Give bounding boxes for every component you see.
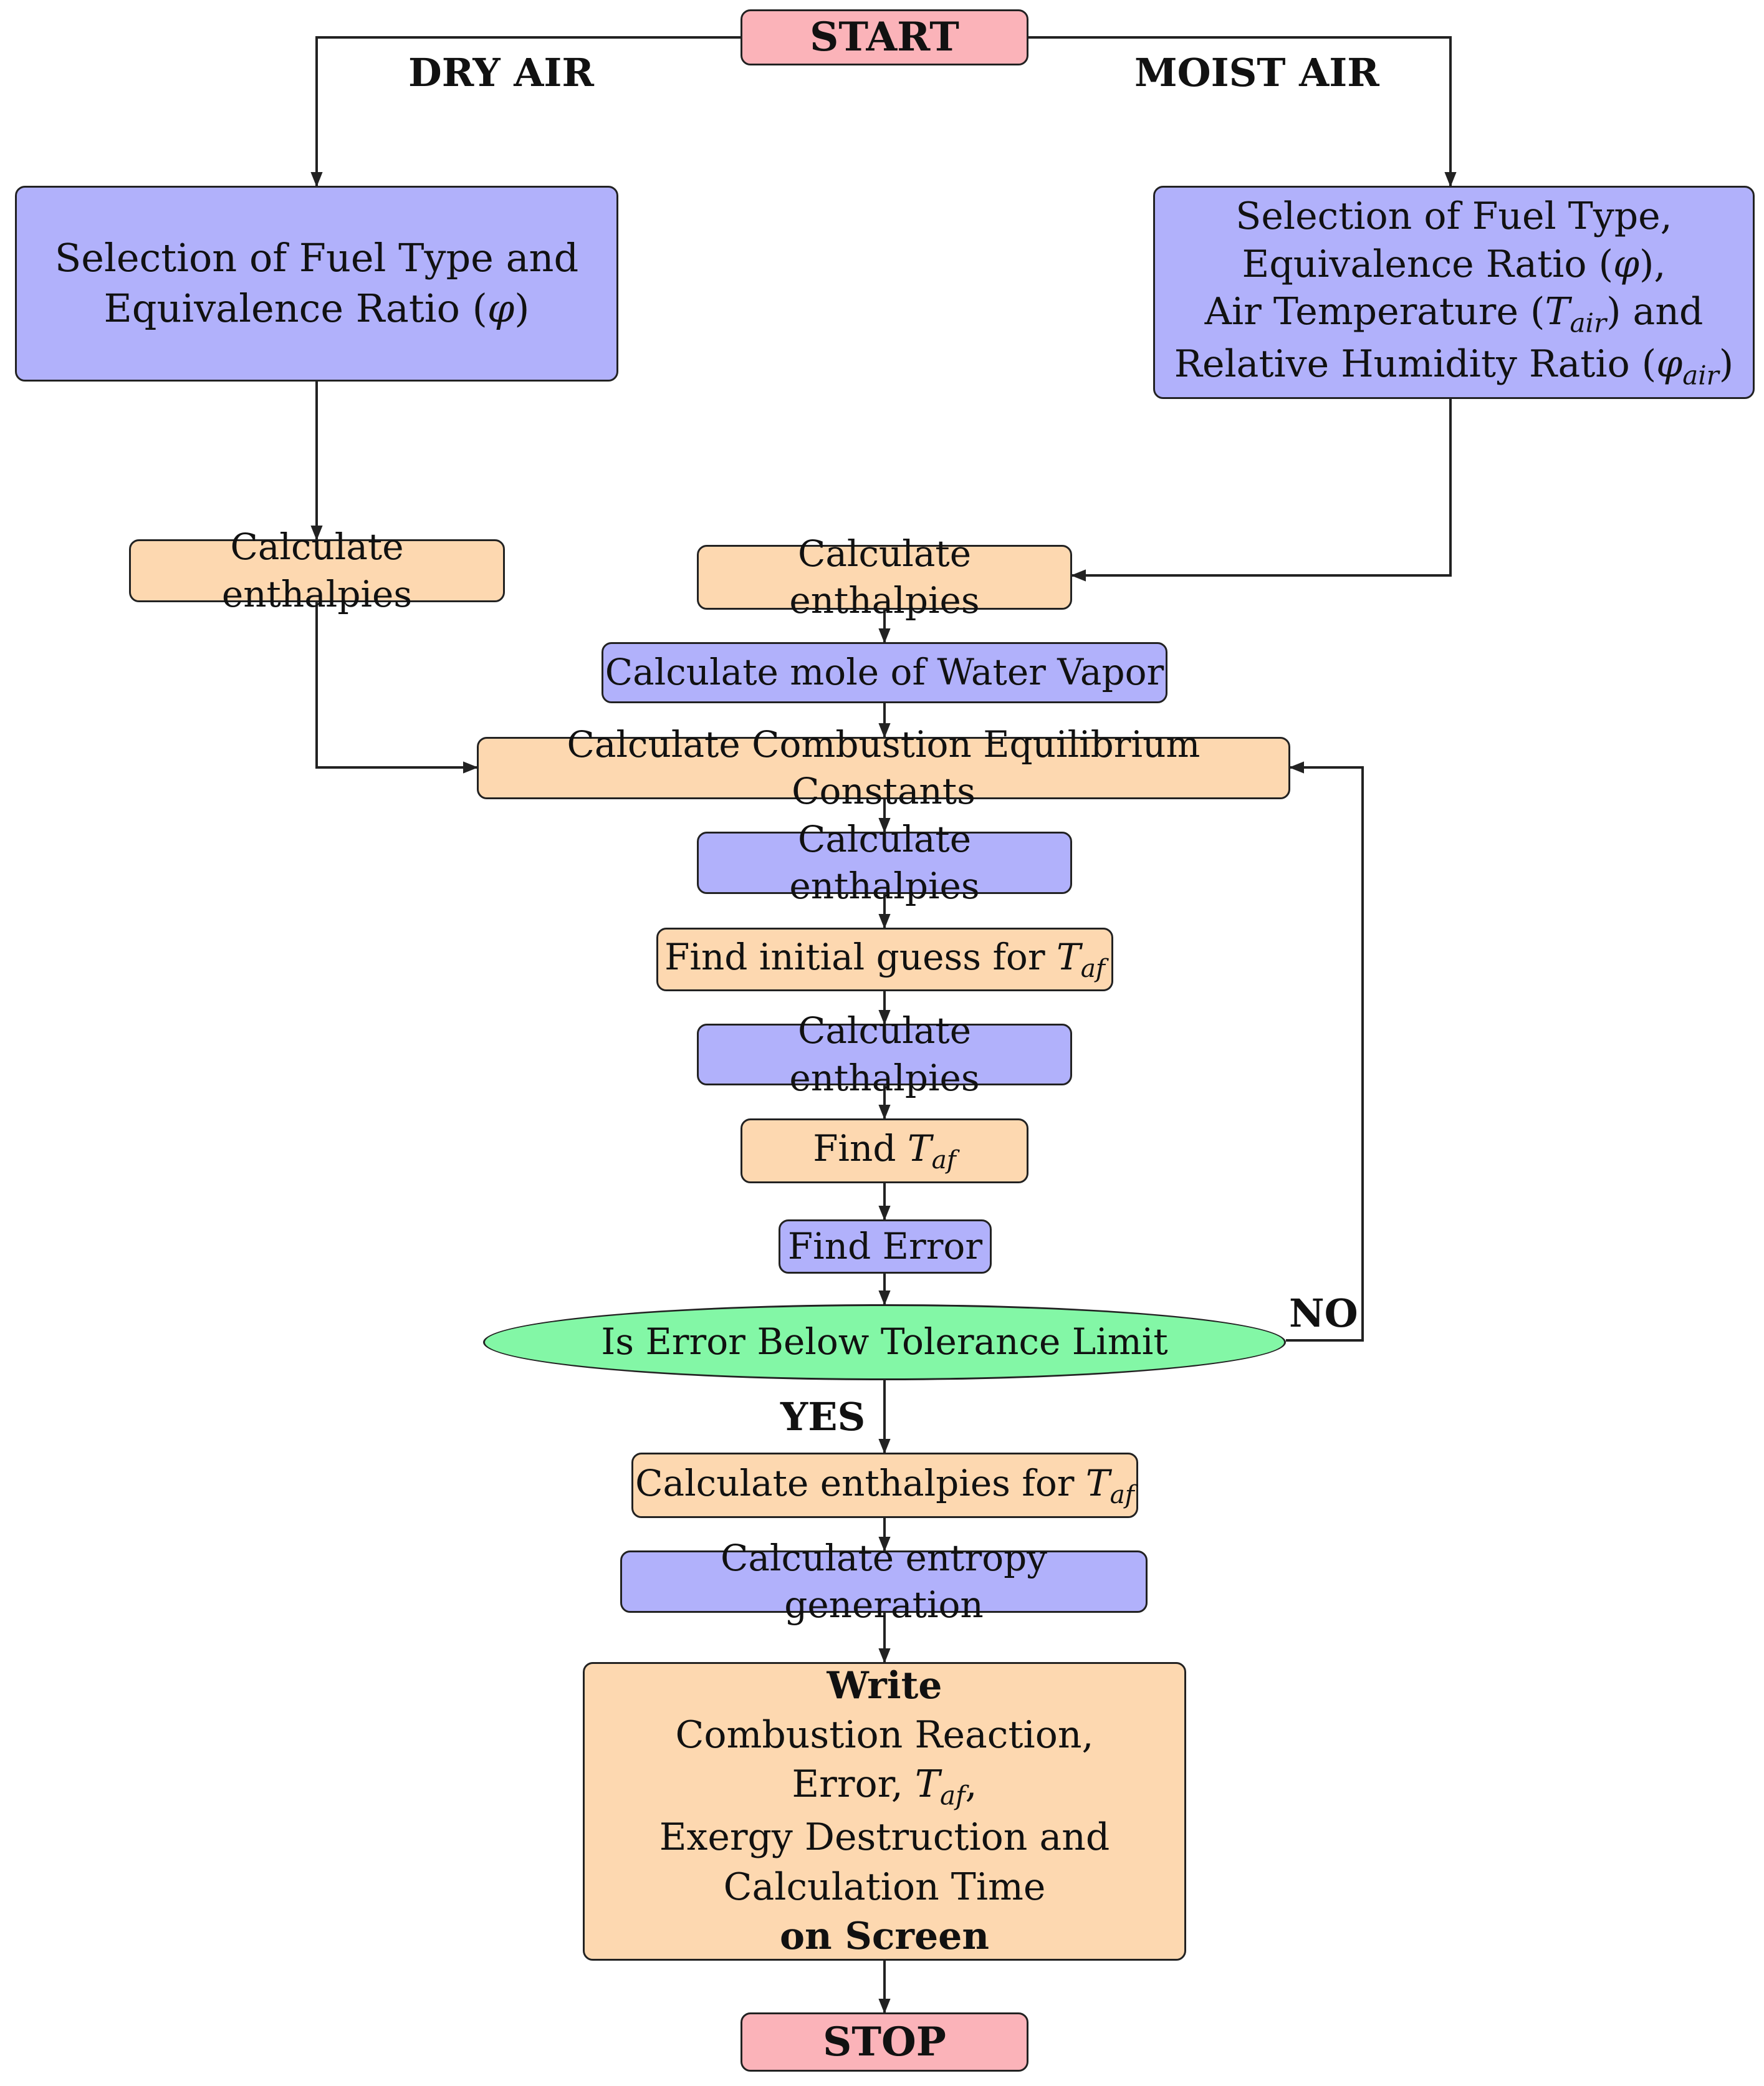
dry-selection-line-1: Selection of Fuel Type and [54, 235, 579, 281]
moist-selection-line-1: Selection of Fuel Type, [1235, 194, 1672, 238]
start-terminal: START [741, 9, 1028, 65]
calculate-enthalpies-3-box: Calculate enthalpies [697, 1009, 1072, 1099]
moist-calculate-enthalpies-label: Calculate enthalpies [789, 532, 980, 622]
yes-label: YES [780, 1394, 866, 1440]
calculate-enthalpies-2-box: Calculate enthalpies [697, 818, 1072, 907]
find-error-box: Find Error [779, 1219, 992, 1274]
arrow-dry-enthalpies-to-equilibrium [315, 602, 478, 774]
write-line-3: Error, Taf, [792, 1762, 977, 1811]
equilibrium-constants-label: Calculate Combustion Equilibrium Constan… [567, 723, 1201, 812]
enthalpies-for-taf-box: Calculate enthalpies for Taf [631, 1453, 1138, 1518]
find-taf-box: Find Taf [741, 1118, 1028, 1183]
moist-selection-line-4: Relative Humidity Ratio (φair) [1174, 342, 1734, 391]
dry-air-label: DRY AIR [408, 50, 594, 95]
write-line-4: Exergy Destruction and [659, 1815, 1110, 1860]
start-label: START [810, 14, 959, 61]
initial-guess-label: Find initial guess for Taf [664, 936, 1105, 984]
water-vapor-label: Calculate mole of Water Vapor [605, 651, 1164, 694]
dry-selection-line-2: Equivalence Ratio (φ) [103, 286, 530, 331]
write-line-6: on Screen [780, 1914, 989, 1958]
entropy-generation-label: Calculate entropy generation [720, 1536, 1048, 1626]
find-error-label: Find Error [787, 1224, 983, 1267]
enthalpies-for-taf-label: Calculate enthalpies for Taf [635, 1461, 1134, 1509]
stop-terminal: STOP [741, 2012, 1028, 2072]
moist-selection-line-3: Air Temperature (Tair) and [1204, 290, 1704, 339]
write-line-5: Calculation Time [723, 1865, 1046, 1909]
dry-calculate-enthalpies-box: Calculate enthalpies [129, 526, 505, 615]
equilibrium-constants-box: Calculate Combustion Equilibrium Constan… [477, 723, 1290, 812]
arrow-moist-selection-to-enthalpies [1071, 399, 1452, 582]
tolerance-decision-label: Is Error Below Tolerance Limit [601, 1320, 1168, 1363]
dry-air-selection-box: Selection of Fuel Type and Equivalence R… [15, 186, 618, 382]
moist-air-label: MOIST AIR [1134, 50, 1379, 95]
initial-guess-box: Find initial guess for Taf [656, 928, 1113, 991]
write-line-2: Combustion Reaction, [675, 1713, 1094, 1757]
moist-air-selection-box: Selection of Fuel Type, Equivalence Rati… [1153, 186, 1755, 399]
tolerance-decision: Is Error Below Tolerance Limit [483, 1304, 1286, 1380]
find-taf-label: Find Taf [813, 1127, 956, 1175]
arrow-start-to-moist [1028, 36, 1457, 187]
arrow-start-to-dry [310, 36, 741, 187]
calculate-enthalpies-2-label: Calculate enthalpies [789, 817, 980, 907]
stop-label: STOP [823, 2018, 946, 2065]
write-output-box: Write Combustion Reaction, Error, Taf, E… [583, 1662, 1186, 1961]
no-label: NO [1289, 1291, 1358, 1336]
moist-selection-line-2: Equivalence Ratio (φ), [1242, 242, 1666, 286]
write-line-1: Write [827, 1664, 942, 1708]
calculate-enthalpies-3-label: Calculate enthalpies [789, 1009, 980, 1099]
dry-calculate-enthalpies-label: Calculate enthalpies [221, 526, 413, 615]
arrow-decision-no-loop [1286, 761, 1364, 1342]
entropy-generation-box: Calculate entropy generation [620, 1537, 1148, 1626]
moist-calculate-enthalpies-box: Calculate enthalpies [697, 532, 1072, 622]
water-vapor-box: Calculate mole of Water Vapor [602, 642, 1167, 703]
